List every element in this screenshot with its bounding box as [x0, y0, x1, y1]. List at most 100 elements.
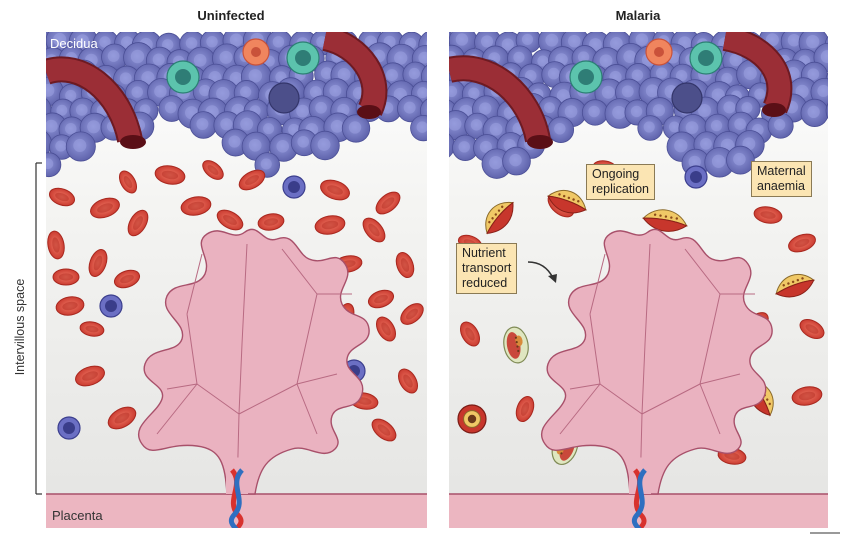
decidua-cell-center [610, 36, 623, 50]
decidua-cell-center [263, 123, 275, 135]
decidua-cell-center [468, 87, 480, 99]
decidua-cell-center [612, 105, 626, 120]
decidua-cell-center [408, 67, 420, 80]
red-blood-cell [400, 303, 424, 325]
decidua-cell-center [635, 33, 649, 46]
decidua-cell-center [425, 40, 427, 48]
decidua-cell-center [685, 121, 699, 134]
decidua-cell-center [668, 121, 680, 133]
decidua-cell-center [545, 33, 559, 47]
decidua-cell-center [73, 138, 87, 153]
decidua-cell-center [513, 51, 525, 63]
decidua-cell [825, 72, 828, 88]
rbc-center [114, 412, 130, 424]
rbc-center [805, 324, 819, 334]
decidua-cell-center [711, 154, 726, 168]
decidua-cell-center [337, 67, 351, 81]
decidua-cell-center [547, 67, 560, 80]
callout-anaemia-line-1: Maternal [757, 164, 806, 178]
immune-cell-orange-nucleus [654, 47, 664, 57]
rbc-center [400, 258, 410, 272]
rbc-center [377, 424, 391, 436]
rbc-center [161, 170, 179, 180]
decidua-cell-center [154, 85, 167, 98]
decidua-cell-center [317, 138, 331, 151]
decidua-cell-center [432, 33, 444, 45]
decidua-cell-center [403, 101, 416, 114]
rbc-center [263, 218, 279, 226]
decidua-cell-center [521, 33, 534, 45]
decidua-cell-center [509, 153, 522, 167]
rbc-center [368, 223, 380, 237]
decidua-cell-center [75, 104, 88, 116]
decidua-cell-center [820, 50, 828, 64]
panel-uninfected [32, 32, 427, 528]
rbc-center [327, 185, 343, 195]
decidua-cell-center [152, 53, 165, 66]
decidua-cell-center [229, 33, 243, 47]
decidua-cell-center [107, 50, 120, 62]
decidua-cell-center [206, 35, 218, 48]
decidua-cell-center [219, 50, 233, 64]
decidua-cell-center [754, 88, 766, 100]
panel-title-malaria: Malaria [615, 8, 661, 23]
decidua-cell-center [315, 101, 327, 114]
umbilical-vessels-right [631, 468, 648, 528]
rbc-center [794, 238, 810, 248]
decidua-cell-center [131, 86, 143, 98]
red-blood-cell [314, 215, 346, 235]
decidua-cell-center [449, 117, 462, 131]
decidua-cell-center [807, 68, 820, 81]
decidua-cell-center [480, 35, 494, 48]
red-blood-cell [238, 169, 266, 191]
decidua-cell-center [733, 152, 746, 166]
gametocyte-dot [517, 349, 520, 353]
rbc-center [97, 203, 113, 213]
decidua-cell-center [296, 104, 309, 118]
rbc-center [374, 294, 388, 304]
decidua-cell-center [185, 37, 198, 49]
decidua-label-left: Decidua [50, 36, 98, 51]
decidua-cell-center [599, 54, 613, 68]
red-blood-cell [376, 316, 396, 342]
monocyte-nucleus [690, 171, 702, 183]
callout-ongoing-replication: Ongoing replication [586, 164, 655, 200]
decidua-cell-center [240, 117, 254, 131]
decidua-cell-center [87, 120, 101, 134]
decidua-cell-center [417, 87, 427, 99]
rbc-center [465, 327, 475, 341]
decidua-cell-center [833, 103, 846, 116]
decidua-cell-center [458, 141, 470, 153]
rbc-center [760, 211, 776, 219]
decidua-cell-center [806, 34, 820, 49]
parasite-dot [670, 216, 673, 219]
rbc-center [133, 216, 143, 230]
infected-erythrocyte [775, 274, 816, 298]
decidua-cell-center [449, 85, 458, 98]
decidua-cell-center [248, 69, 263, 83]
panel-malaria [432, 32, 850, 528]
parasite-dot [796, 278, 800, 282]
red-blood-cell [90, 197, 120, 219]
gametocyte-dot [560, 452, 563, 455]
decidua-cell-center [698, 103, 712, 117]
red-blood-cell [216, 209, 244, 231]
rbc-center [123, 176, 133, 188]
red-blood-cell [75, 365, 105, 387]
parasite-dot [659, 214, 662, 217]
immune-cell-dark [671, 82, 703, 114]
immune-cell-dark [268, 82, 300, 114]
parasite-dot [675, 217, 678, 220]
decidua-cell-center [631, 69, 644, 81]
rbc-center [403, 374, 413, 388]
decidua-cell-center [348, 121, 362, 134]
gametocyte-dot [515, 341, 518, 344]
decidua-cell-center [564, 105, 578, 118]
rbc-center [520, 402, 530, 416]
decidua-cell-center [807, 105, 820, 119]
parasite-dot [801, 277, 804, 280]
decidua-cell [838, 49, 850, 76]
red-blood-cell [788, 233, 816, 253]
decidua-cell-center [32, 34, 43, 45]
